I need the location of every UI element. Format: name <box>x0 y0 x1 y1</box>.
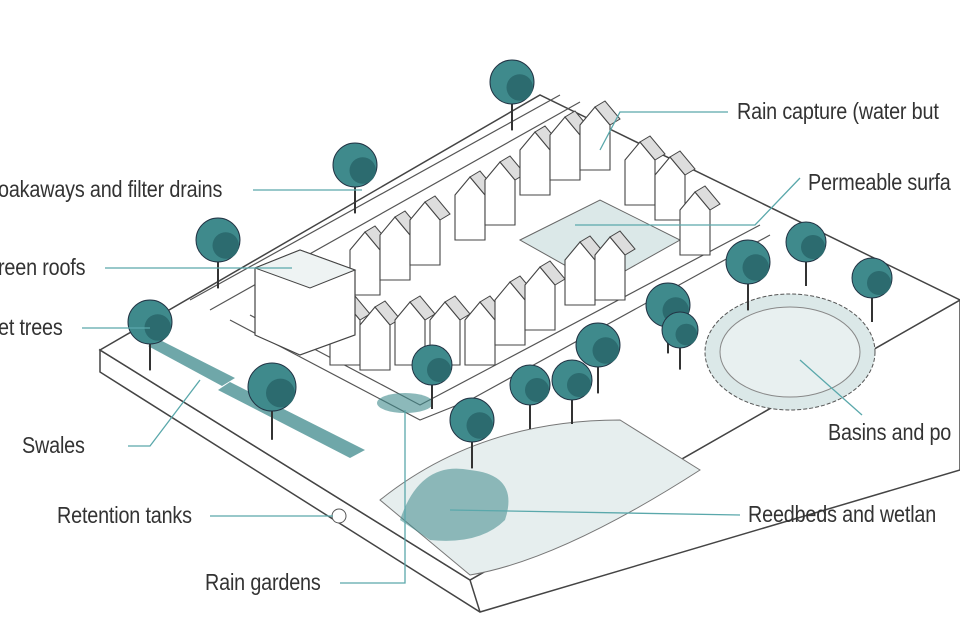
rain-garden <box>377 393 433 413</box>
label-permeable-surfaces: Permeable surfa <box>808 169 951 195</box>
house <box>624 135 666 206</box>
tree-icon <box>575 322 621 394</box>
label-swales: Swales <box>22 432 85 458</box>
retention-tank <box>331 508 347 524</box>
house <box>594 230 636 301</box>
tree-icon <box>551 359 593 424</box>
tree-icon <box>725 239 771 311</box>
tree-icon <box>411 344 453 409</box>
label-rain-gardens: Rain gardens <box>205 569 321 595</box>
label-street-trees: et trees <box>0 314 63 340</box>
house <box>579 100 621 171</box>
road <box>189 94 561 301</box>
label-green-roofs: reen roofs <box>0 254 86 280</box>
house <box>484 155 526 226</box>
tree-icon <box>661 311 699 370</box>
label-retention-tanks: Retention tanks <box>57 502 192 528</box>
tree-icon <box>127 299 173 371</box>
label-reedbeds: Reedbeds and wetlan <box>748 501 937 527</box>
tree-icon <box>332 142 378 214</box>
apartment-green-roof <box>253 249 357 356</box>
tree-icon <box>195 217 241 289</box>
swale <box>148 340 235 386</box>
tree-icon <box>247 362 297 440</box>
tree-icon <box>449 397 495 469</box>
leader-lines <box>82 111 863 584</box>
reedbed <box>400 468 509 541</box>
tree-icon <box>851 257 893 322</box>
trees <box>127 59 893 469</box>
label-basins-ponds: Basins and po <box>828 419 952 445</box>
tree-icon <box>509 364 551 429</box>
label-rain-capture: Rain capture (water but <box>737 98 939 124</box>
site-ground <box>98 94 960 581</box>
house <box>409 195 451 266</box>
label-soakaways: oakaways and filter drains <box>0 176 223 202</box>
house <box>654 150 696 221</box>
house <box>549 110 591 181</box>
house <box>679 185 721 256</box>
tree-icon <box>785 221 827 286</box>
tree-icon <box>489 59 535 131</box>
